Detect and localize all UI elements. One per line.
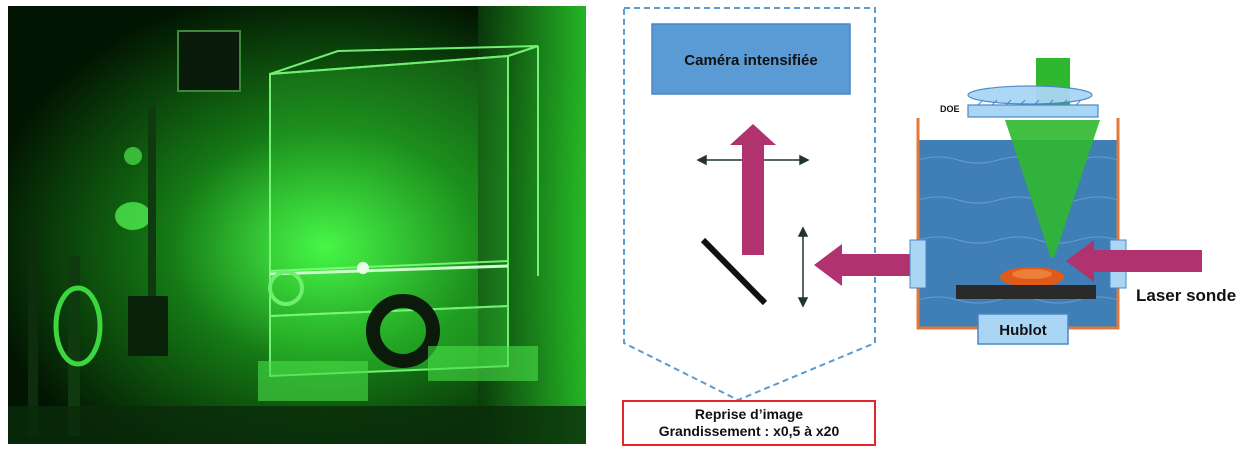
caption-line-1: Reprise d’image	[694, 406, 804, 422]
lens-vertical-arrow	[797, 226, 809, 308]
magenta-arrow-up	[730, 124, 776, 255]
sample-plate	[956, 285, 1096, 299]
mirror	[700, 237, 768, 306]
camera-box	[651, 23, 851, 95]
imaging-caption-box: Reprise d’image Grandissement : x0,5 à x…	[622, 400, 876, 446]
tank-left-window	[909, 239, 927, 289]
hublot-label: Hublot	[999, 322, 1046, 339]
lab-setup-photo	[8, 6, 586, 444]
hublot-box	[977, 313, 1069, 345]
doe-label: DOE	[940, 104, 960, 114]
setup-schematic: Caméra intensifiée	[623, 7, 1236, 402]
camera-label: Caméra intensifiée	[684, 52, 817, 69]
probe-laser-arrow	[1066, 240, 1202, 282]
caption-line-2: Grandissement : x0,5 à x20	[658, 423, 840, 439]
focusing-lens	[967, 85, 1093, 105]
doe-plate	[967, 104, 1099, 118]
imaging-region-outline	[623, 7, 876, 402]
laser-sonde-label: Laser sonde	[1136, 286, 1236, 305]
